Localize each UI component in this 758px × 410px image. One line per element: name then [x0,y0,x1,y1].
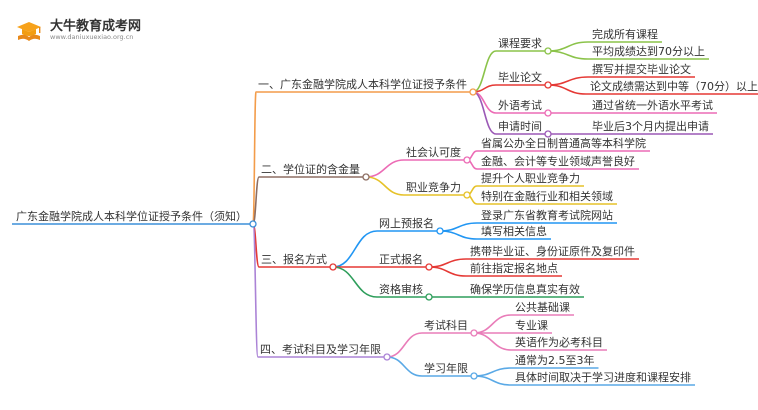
junction-dot [463,156,471,164]
sub-formal-registration: 正式报名 [379,253,423,266]
sub-social-recognition: 社会认可度 [406,146,461,159]
branch-4-label: 四、考试科目及学习年限 [260,343,381,356]
item-average-score: 平均成绩达到70分以上 [592,45,705,58]
item-usual-duration: 通常为2.5至3年 [515,354,595,367]
brand-name: 大牛教育成考网 [50,19,142,34]
connector-curve [365,176,405,196]
item-bring-documents: 携带毕业证、身份证原件及复印件 [470,245,635,258]
connector-curve [332,230,378,268]
junction-dot [249,220,257,228]
connector-curve [547,50,589,60]
item-verify-education: 确保学历信息真实有效 [470,283,580,296]
connector-curve [439,222,478,232]
connector-curve [332,266,378,298]
connector-curve [252,91,257,225]
item-finance-industry: 特别在金融行业和相关领域 [481,190,613,203]
junction-dot [470,329,478,337]
junction-dot [470,372,478,380]
connector-curve [365,159,405,178]
connector-curve [547,84,587,95]
connector-curve [428,266,467,277]
junction-dot [329,263,337,271]
branch-2-label: 二、学位证的含金量 [261,163,360,176]
item-registration-location: 前往指定报名地点 [470,262,558,275]
junction-dot [436,227,444,235]
connector-curve [473,332,512,351]
connector-curve [473,375,512,386]
junction-dot [383,353,391,361]
connector-curve [472,91,497,114]
sub-application-time: 申请时间 [498,120,542,133]
branch-1-label: 一、广东金融学院成人本科学位证授予条件 [258,78,467,91]
connector-curve [252,223,259,358]
brand-logo: 大牛教育成考网 www.daniuxuexiao.org.cn [14,12,144,46]
item-complete-courses: 完成所有课程 [592,28,658,41]
brand-url: www.daniuxuexiao.org.cn [50,33,134,41]
branch-3-label: 三、报名方式 [261,253,327,266]
item-fill-information: 填写相关信息 [481,225,547,238]
connector-curve [386,332,423,358]
sub-study-duration: 学习年限 [424,362,468,375]
item-depends-on-progress: 具体时间取决于学习进度和课程安排 [515,371,691,384]
item-professional-course: 专业课 [515,319,548,332]
item-public-university: 省属公办全日制普通高等本科学院 [481,137,646,150]
junction-dot [544,109,552,117]
item-login-website: 登录广东省教育考试院网站 [481,209,613,222]
junction-dot [463,191,471,199]
junction-dot [544,47,552,55]
connector-curve [547,41,589,52]
item-thesis-score: 论文成绩需达到中等（70分）以上 [590,80,758,93]
connector-curve [386,356,423,377]
connector-curve [473,314,512,334]
graduation-cap-book-icon [17,22,41,41]
item-improve-competitiveness: 提升个人职业竞争力 [481,172,580,185]
sub-career-competitiveness: 职业竞争力 [406,181,461,194]
sub-foreign-language-exam: 外语考试 [498,99,542,112]
item-english-required: 英语作为必考科目 [515,336,603,349]
sub-graduation-thesis: 毕业论文 [498,71,542,84]
sub-online-pre-registration: 网上预报名 [379,217,434,230]
junction-dot [425,263,433,271]
item-good-reputation: 金融、会计等专业领域声誉良好 [481,155,635,168]
junction-dot [425,293,433,301]
item-write-thesis: 撰写并提交毕业论文 [592,63,691,76]
sub-course-requirements: 课程要求 [498,37,542,50]
connector-curve [473,367,512,377]
junction-dot [544,81,552,89]
sub-qualification-review: 资格审核 [379,283,423,296]
item-pass-language-exam: 通过省统一外语水平考试 [592,99,713,112]
sub-exam-subjects: 考试科目 [424,319,468,332]
root-node: 广东金融学院成人本科学位证授予条件（须知） [16,210,247,223]
item-apply-within-3-months: 毕业后3个月内提出申请 [592,120,709,133]
junction-dot [544,130,552,138]
item-public-basic-course: 公共基础课 [515,301,570,314]
connector-curve [439,230,478,240]
connector-curve [428,258,467,268]
junction-dot [469,88,477,96]
connector-curve [547,76,589,86]
junction-dot [362,173,370,181]
